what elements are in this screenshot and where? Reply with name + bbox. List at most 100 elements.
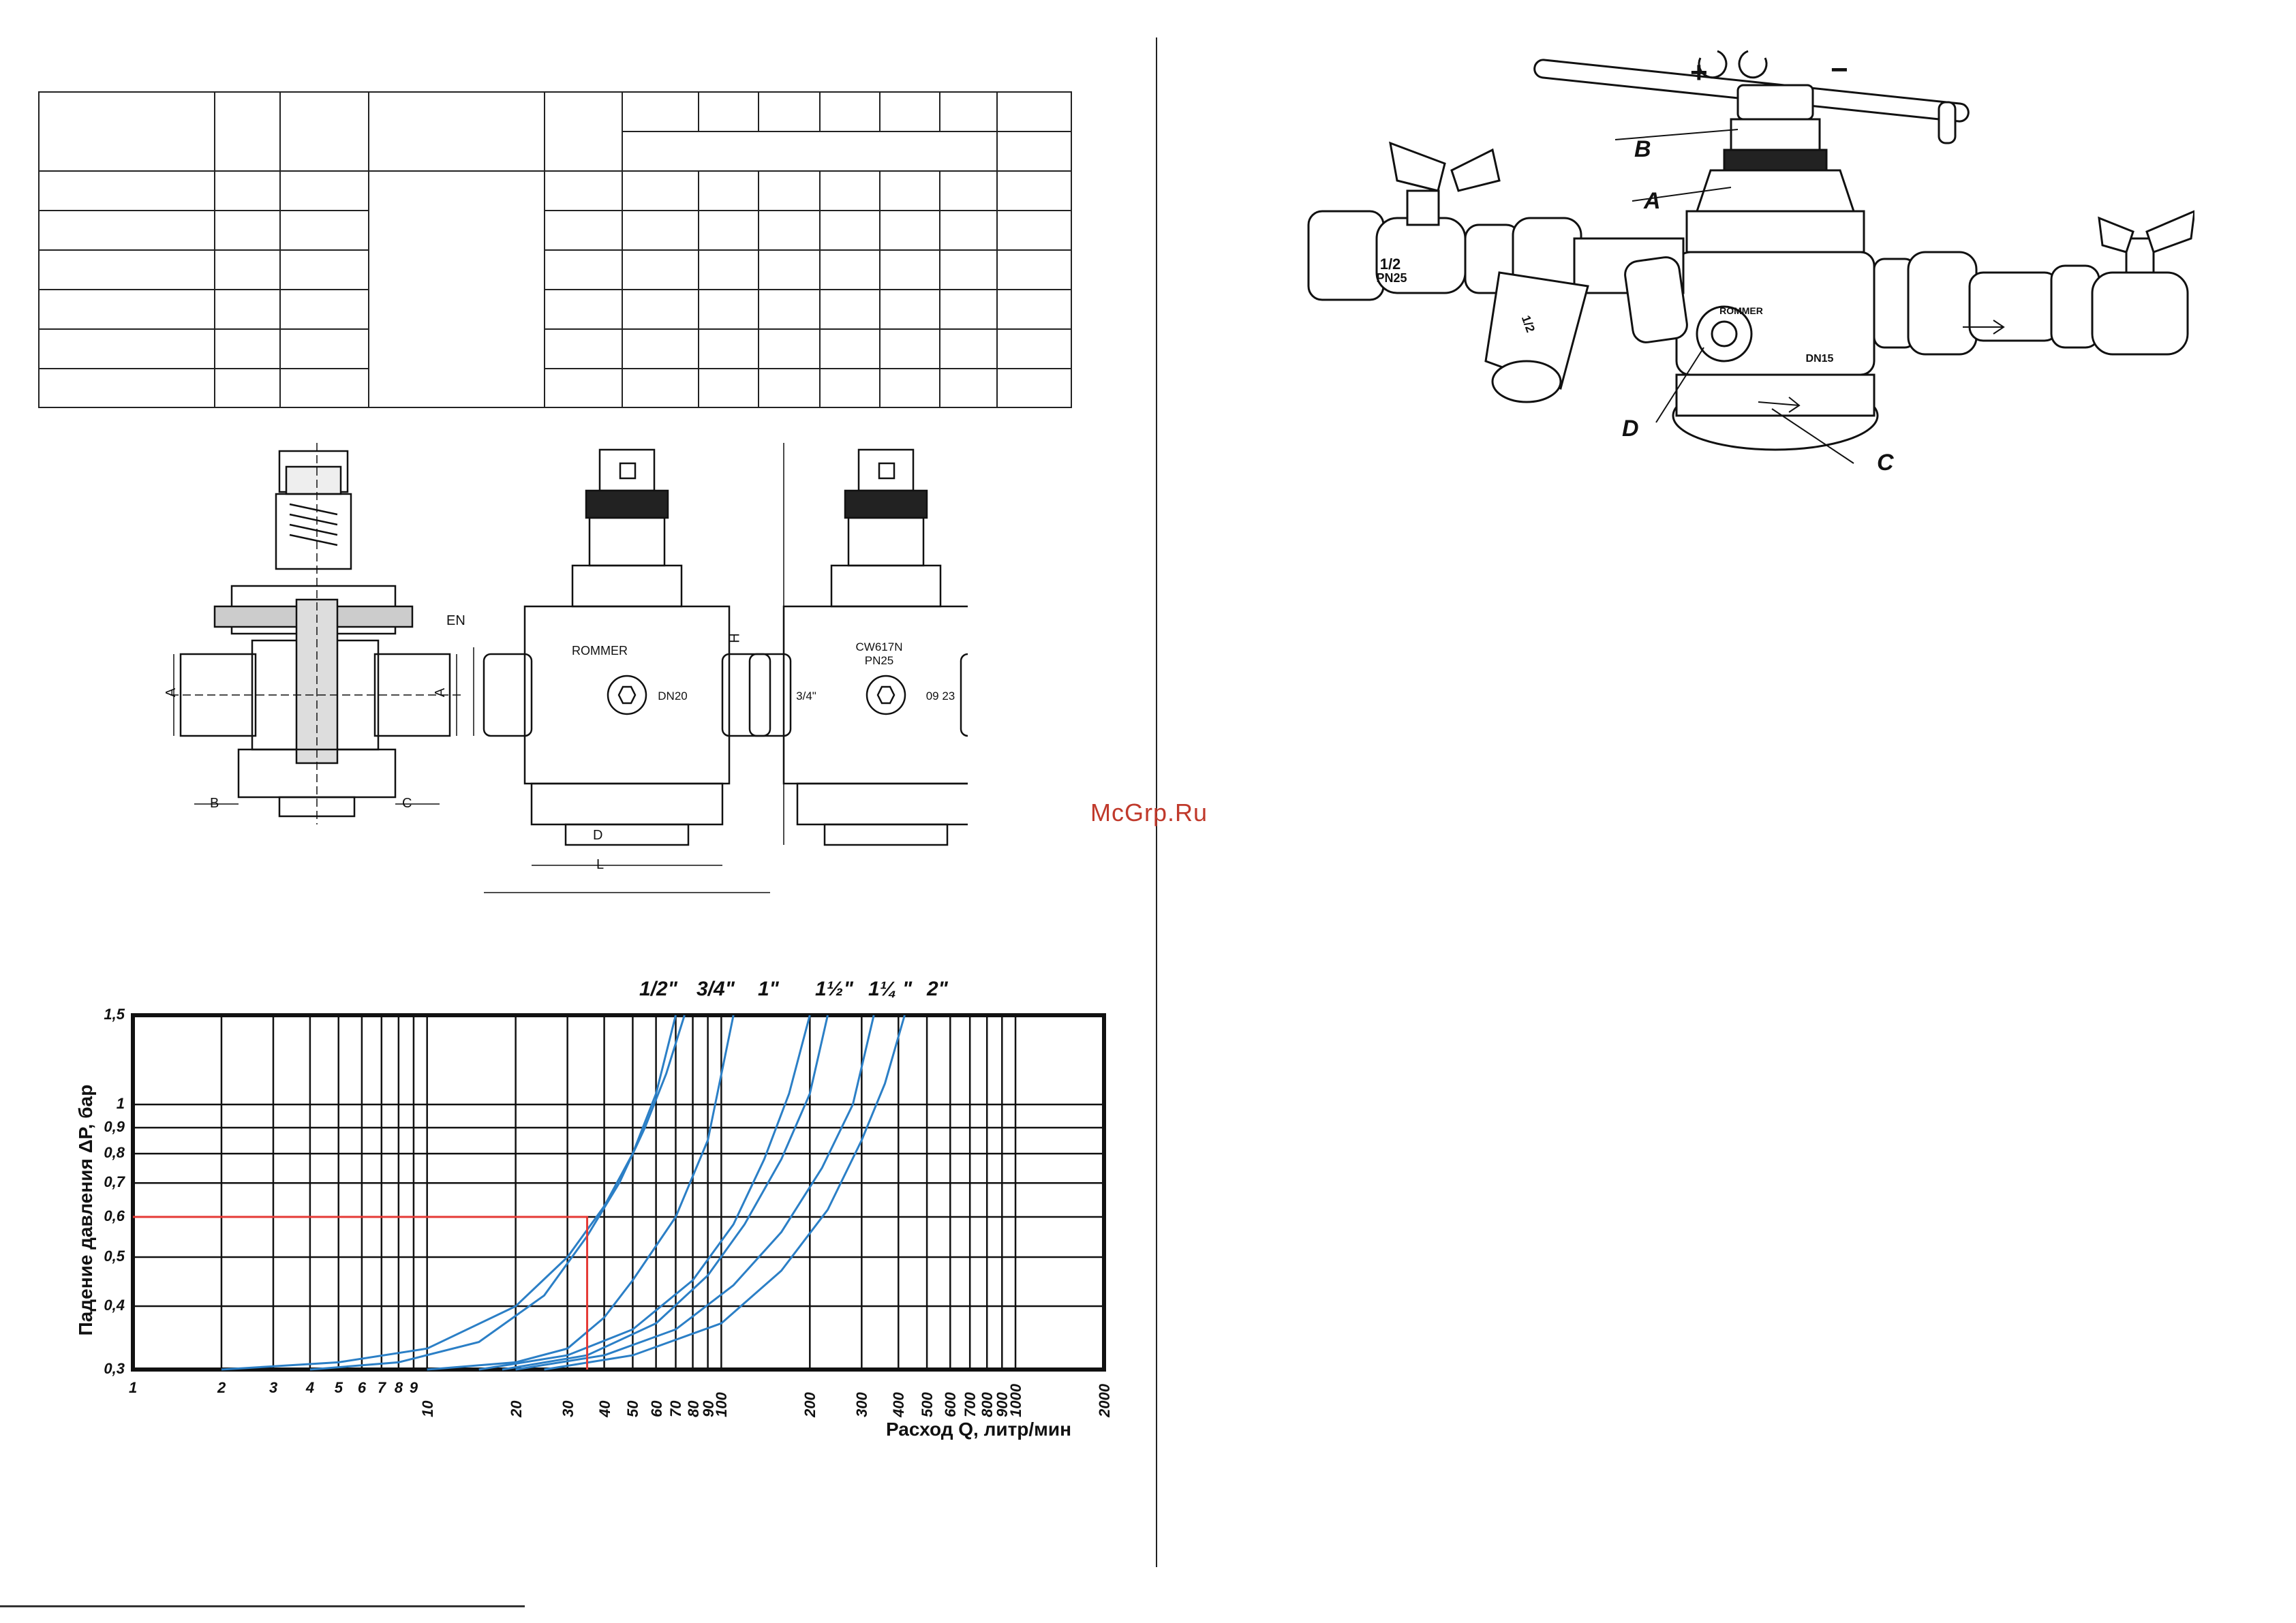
table-cell <box>622 289 699 330</box>
x-tick-label: 9 <box>409 1379 418 1396</box>
table-cell <box>819 249 881 290</box>
callout-a: A <box>1644 188 1661 214</box>
x-tick-label: 3 <box>269 1379 278 1396</box>
table-cell <box>819 328 881 369</box>
table-cell <box>996 289 1072 330</box>
table-cell <box>758 368 821 408</box>
chart-frame <box>131 1013 1106 1372</box>
table-cell <box>38 328 215 369</box>
chart-x-axis-label: Расход Q, литр/мин <box>886 1419 1072 1440</box>
series-line <box>221 1015 677 1371</box>
table-cell <box>38 249 215 290</box>
back-date: 09 23 <box>925 690 955 702</box>
table-cell <box>819 170 881 211</box>
body-brand: ROMMER <box>1719 305 1763 316</box>
table-cell <box>214 289 281 330</box>
y-tick-label: 1 <box>116 1095 125 1112</box>
table-cell <box>996 210 1072 251</box>
footer-rule <box>0 1605 525 1607</box>
x-tick-label: 5 <box>334 1379 343 1396</box>
table-cell <box>622 249 699 290</box>
y-tick-label: 0,4 <box>104 1297 125 1314</box>
table-cell <box>758 289 821 330</box>
table-cell <box>939 289 998 330</box>
dim-label-a-left: A <box>164 687 179 698</box>
table-cell <box>758 210 821 251</box>
x-tick-label: 2 <box>217 1379 226 1396</box>
table-cell <box>996 91 1072 132</box>
table-cell <box>38 210 215 251</box>
dim-label-d: D <box>593 828 603 843</box>
x-tick-label: 6 <box>357 1379 367 1396</box>
table-cell <box>758 328 821 369</box>
body-dn: DN15 <box>1805 353 1834 365</box>
ball-valve-size: 1/2 <box>1379 256 1401 273</box>
table-cell <box>819 368 881 408</box>
table-cell <box>38 170 215 211</box>
back-material: CW617N <box>855 640 903 653</box>
table-cell <box>939 210 998 251</box>
dim-label-h: H <box>727 633 743 643</box>
front-size: DN20 <box>658 690 688 702</box>
y-tick-label: 0,5 <box>104 1247 125 1265</box>
table-cell <box>544 210 623 251</box>
x-tick-label: 20 <box>507 1400 525 1417</box>
x-tick-label: 200 <box>801 1392 819 1417</box>
table-cell <box>819 210 881 251</box>
dim-label-en: EN <box>446 613 465 628</box>
table-cell <box>996 249 1072 290</box>
table-cell <box>698 210 759 251</box>
series-label: 1¼ " <box>868 978 913 1000</box>
x-tick-label: 10 <box>418 1400 436 1417</box>
table-cell <box>368 170 545 408</box>
table-cell <box>996 131 1072 172</box>
minus-symbol: − <box>1831 53 1848 87</box>
table-cell <box>758 91 821 132</box>
series-line <box>515 1015 875 1371</box>
table-cell <box>819 91 881 132</box>
x-tick-label: 400 <box>890 1392 908 1417</box>
table-cell <box>879 289 940 330</box>
table-cell <box>622 368 699 408</box>
pressure-drop-chart <box>131 1013 1106 1372</box>
table-cell <box>879 210 940 251</box>
table-cell <box>698 91 759 132</box>
x-tick-label: 7 <box>377 1379 386 1396</box>
table-cell <box>758 170 821 211</box>
table-cell <box>698 249 759 290</box>
table-cell <box>996 170 1072 211</box>
table-cell <box>544 249 623 290</box>
back-view <box>748 448 968 846</box>
table-cell <box>214 91 281 172</box>
series-line <box>478 1015 811 1371</box>
table-cell <box>544 328 623 369</box>
series-line <box>309 1015 686 1371</box>
table-cell <box>544 170 623 211</box>
table-cell <box>279 249 369 290</box>
x-tick-label: 40 <box>596 1400 613 1417</box>
y-tick-label: 0,7 <box>104 1173 125 1191</box>
table-cell <box>698 170 759 211</box>
series-line <box>427 1015 735 1371</box>
dim-label-a-right: A <box>433 687 448 698</box>
table-cell <box>879 91 940 132</box>
x-tick-label: 4 <box>305 1379 315 1396</box>
x-tick-label: 100 <box>713 1392 731 1417</box>
table-cell <box>544 91 623 172</box>
table-cell <box>698 289 759 330</box>
plus-symbol: + <box>1690 56 1708 89</box>
table-cell <box>879 368 940 408</box>
table-cell <box>279 91 369 172</box>
y-tick-label: 1,5 <box>104 1006 125 1023</box>
table-cell <box>279 368 369 408</box>
table-cell <box>939 368 998 408</box>
page-divider <box>1156 37 1157 1567</box>
table-cell <box>214 210 281 251</box>
x-tick-label: 1000 <box>1007 1384 1025 1417</box>
table-cell <box>279 289 369 330</box>
table-cell <box>698 368 759 408</box>
callout-b: B <box>1634 136 1651 162</box>
table-cell <box>939 91 998 132</box>
series-label: 1½" <box>815 978 853 1000</box>
table-cell <box>939 170 998 211</box>
